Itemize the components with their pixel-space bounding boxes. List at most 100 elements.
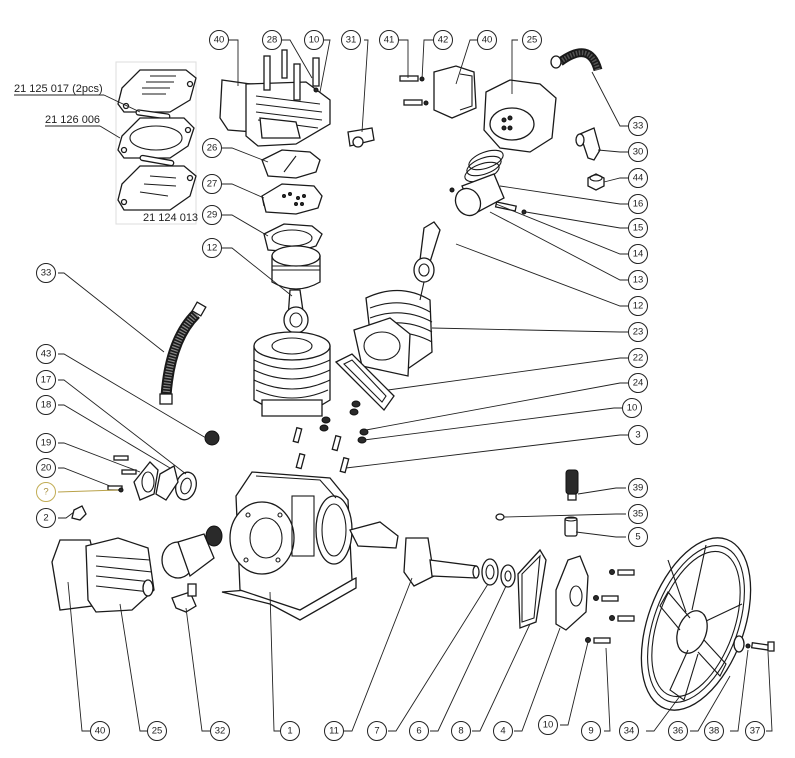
callout-14[interactable]: 14 [628, 244, 648, 264]
callout-9[interactable]: 9 [581, 721, 601, 741]
valve-gasket [117, 117, 195, 159]
callout-43[interactable]: 43 [36, 344, 56, 364]
svg-text:23: 23 [633, 327, 644, 338]
part-number-valve-plate-lower: 21 124 013 [143, 212, 198, 224]
part-number-valve-plate: 21 125 017 (2pcs) [14, 83, 103, 95]
callout-31[interactable]: 31 [341, 30, 361, 50]
callout-28[interactable]: 28 [262, 30, 282, 50]
callout-40[interactable]: 40 [90, 721, 110, 741]
svg-text:13: 13 [633, 275, 644, 286]
callout-12[interactable]: 12 [202, 238, 222, 258]
callout-4[interactable]: 4 [493, 721, 513, 741]
callout-10[interactable]: 10 [538, 715, 558, 735]
svg-text:9: 9 [588, 726, 593, 737]
callout-20[interactable]: 20 [36, 458, 56, 478]
svg-text:1: 1 [287, 726, 292, 737]
callout-22[interactable]: 22 [628, 348, 648, 368]
svg-text:10: 10 [543, 720, 554, 731]
callout-3[interactable]: 3 [628, 425, 648, 445]
callout-32[interactable]: 32 [210, 721, 230, 741]
svg-text:22: 22 [633, 353, 644, 364]
callout-18[interactable]: 18 [36, 395, 56, 415]
svg-text:20: 20 [41, 463, 52, 474]
callout-19[interactable]: 19 [36, 433, 56, 453]
head-25c [85, 537, 155, 613]
svg-text:30: 30 [633, 147, 644, 158]
svg-text:7: 7 [374, 726, 379, 737]
svg-text:10: 10 [309, 35, 320, 46]
reed-valve-upper [135, 109, 171, 120]
svg-text:26: 26 [207, 143, 218, 154]
callout-33[interactable]: 33 [36, 263, 56, 283]
cover-bolts-9-10 [585, 569, 635, 644]
callout-40[interactable]: 40 [209, 30, 229, 50]
callout-1[interactable]: 1 [280, 721, 300, 741]
svg-text:25: 25 [527, 35, 538, 46]
callout-41[interactable]: 41 [379, 30, 399, 50]
elbow-fitting-30 [575, 127, 601, 161]
callout-39[interactable]: 39 [628, 478, 648, 498]
cylinder-head-left [219, 49, 331, 147]
callout-17[interactable]: 17 [36, 370, 56, 390]
callout-5[interactable]: 5 [628, 527, 648, 547]
callout-38[interactable]: 38 [704, 721, 724, 741]
piston-bottom [161, 525, 223, 579]
callout-30[interactable]: 30 [628, 142, 648, 162]
callout-29[interactable]: 29 [202, 205, 222, 225]
callout-42[interactable]: 42 [433, 30, 453, 50]
callout-40[interactable]: 40 [477, 30, 497, 50]
callout-12[interactable]: 12 [628, 296, 648, 316]
crankshaft-11 [349, 521, 480, 587]
svg-text:2: 2 [43, 513, 48, 524]
svg-text:27: 27 [207, 179, 218, 190]
valve-plate-lower [117, 165, 197, 211]
piston-right [449, 173, 527, 217]
valve-plate-upper [117, 69, 197, 113]
callout-6[interactable]: 6 [409, 721, 429, 741]
callout-10[interactable]: 10 [304, 30, 324, 50]
svg-text:40: 40 [95, 726, 106, 737]
callout-7[interactable]: 7 [367, 721, 387, 741]
callouts: 40 28 10 31 41 42 40 25 33 30 44 16 15 1… [36, 30, 765, 741]
svg-text:44: 44 [633, 173, 644, 184]
callout-36[interactable]: 36 [668, 721, 688, 741]
inset-frame [115, 61, 197, 225]
cylinder-head-right [399, 65, 557, 153]
clip-35 [495, 513, 505, 521]
callout-11[interactable]: 11 [324, 721, 344, 741]
callout-2[interactable]: 2 [36, 508, 56, 528]
callout-44[interactable]: 44 [628, 168, 648, 188]
callout-26[interactable]: 26 [202, 138, 222, 158]
callout-10[interactable]: 10 [622, 398, 642, 418]
callout-37[interactable]: 37 [745, 721, 765, 741]
callout-25[interactable]: 25 [147, 721, 167, 741]
cylinder-head-bottom [51, 537, 155, 613]
callout-15[interactable]: 15 [628, 218, 648, 238]
svg-text:42: 42 [438, 35, 449, 46]
callout-35[interactable]: 35 [628, 504, 648, 524]
bolt-41a [399, 75, 419, 82]
svg-text:18: 18 [41, 400, 52, 411]
dowel-pins [292, 426, 350, 474]
valve-plate-27 [261, 183, 323, 215]
callout-34[interactable]: 34 [619, 721, 639, 741]
callout-33[interactable]: 33 [628, 116, 648, 136]
reed-valve-lower [139, 154, 175, 167]
callout-13[interactable]: 13 [628, 270, 648, 290]
callout-25[interactable]: 25 [522, 30, 542, 50]
svg-text:31: 31 [346, 35, 357, 46]
callout-16[interactable]: 16 [628, 194, 648, 214]
svg-text:32: 32 [215, 726, 226, 737]
callout-unknown[interactable]: ? [36, 482, 56, 502]
valve-plate-inset: 21 125 017 (2pcs) 21 126 006 21 124 013 [14, 61, 198, 225]
callout-23[interactable]: 23 [628, 322, 648, 342]
callout-24[interactable]: 24 [628, 373, 648, 393]
callout-27[interactable]: 27 [202, 174, 222, 194]
callout-8[interactable]: 8 [451, 721, 471, 741]
svg-text:33: 33 [41, 268, 52, 279]
cylinder-gasket-22 [334, 353, 395, 412]
bearing-housing-17-18-19 [133, 461, 197, 501]
connecting-rod-right [413, 221, 441, 301]
svg-text:24: 24 [633, 378, 644, 389]
